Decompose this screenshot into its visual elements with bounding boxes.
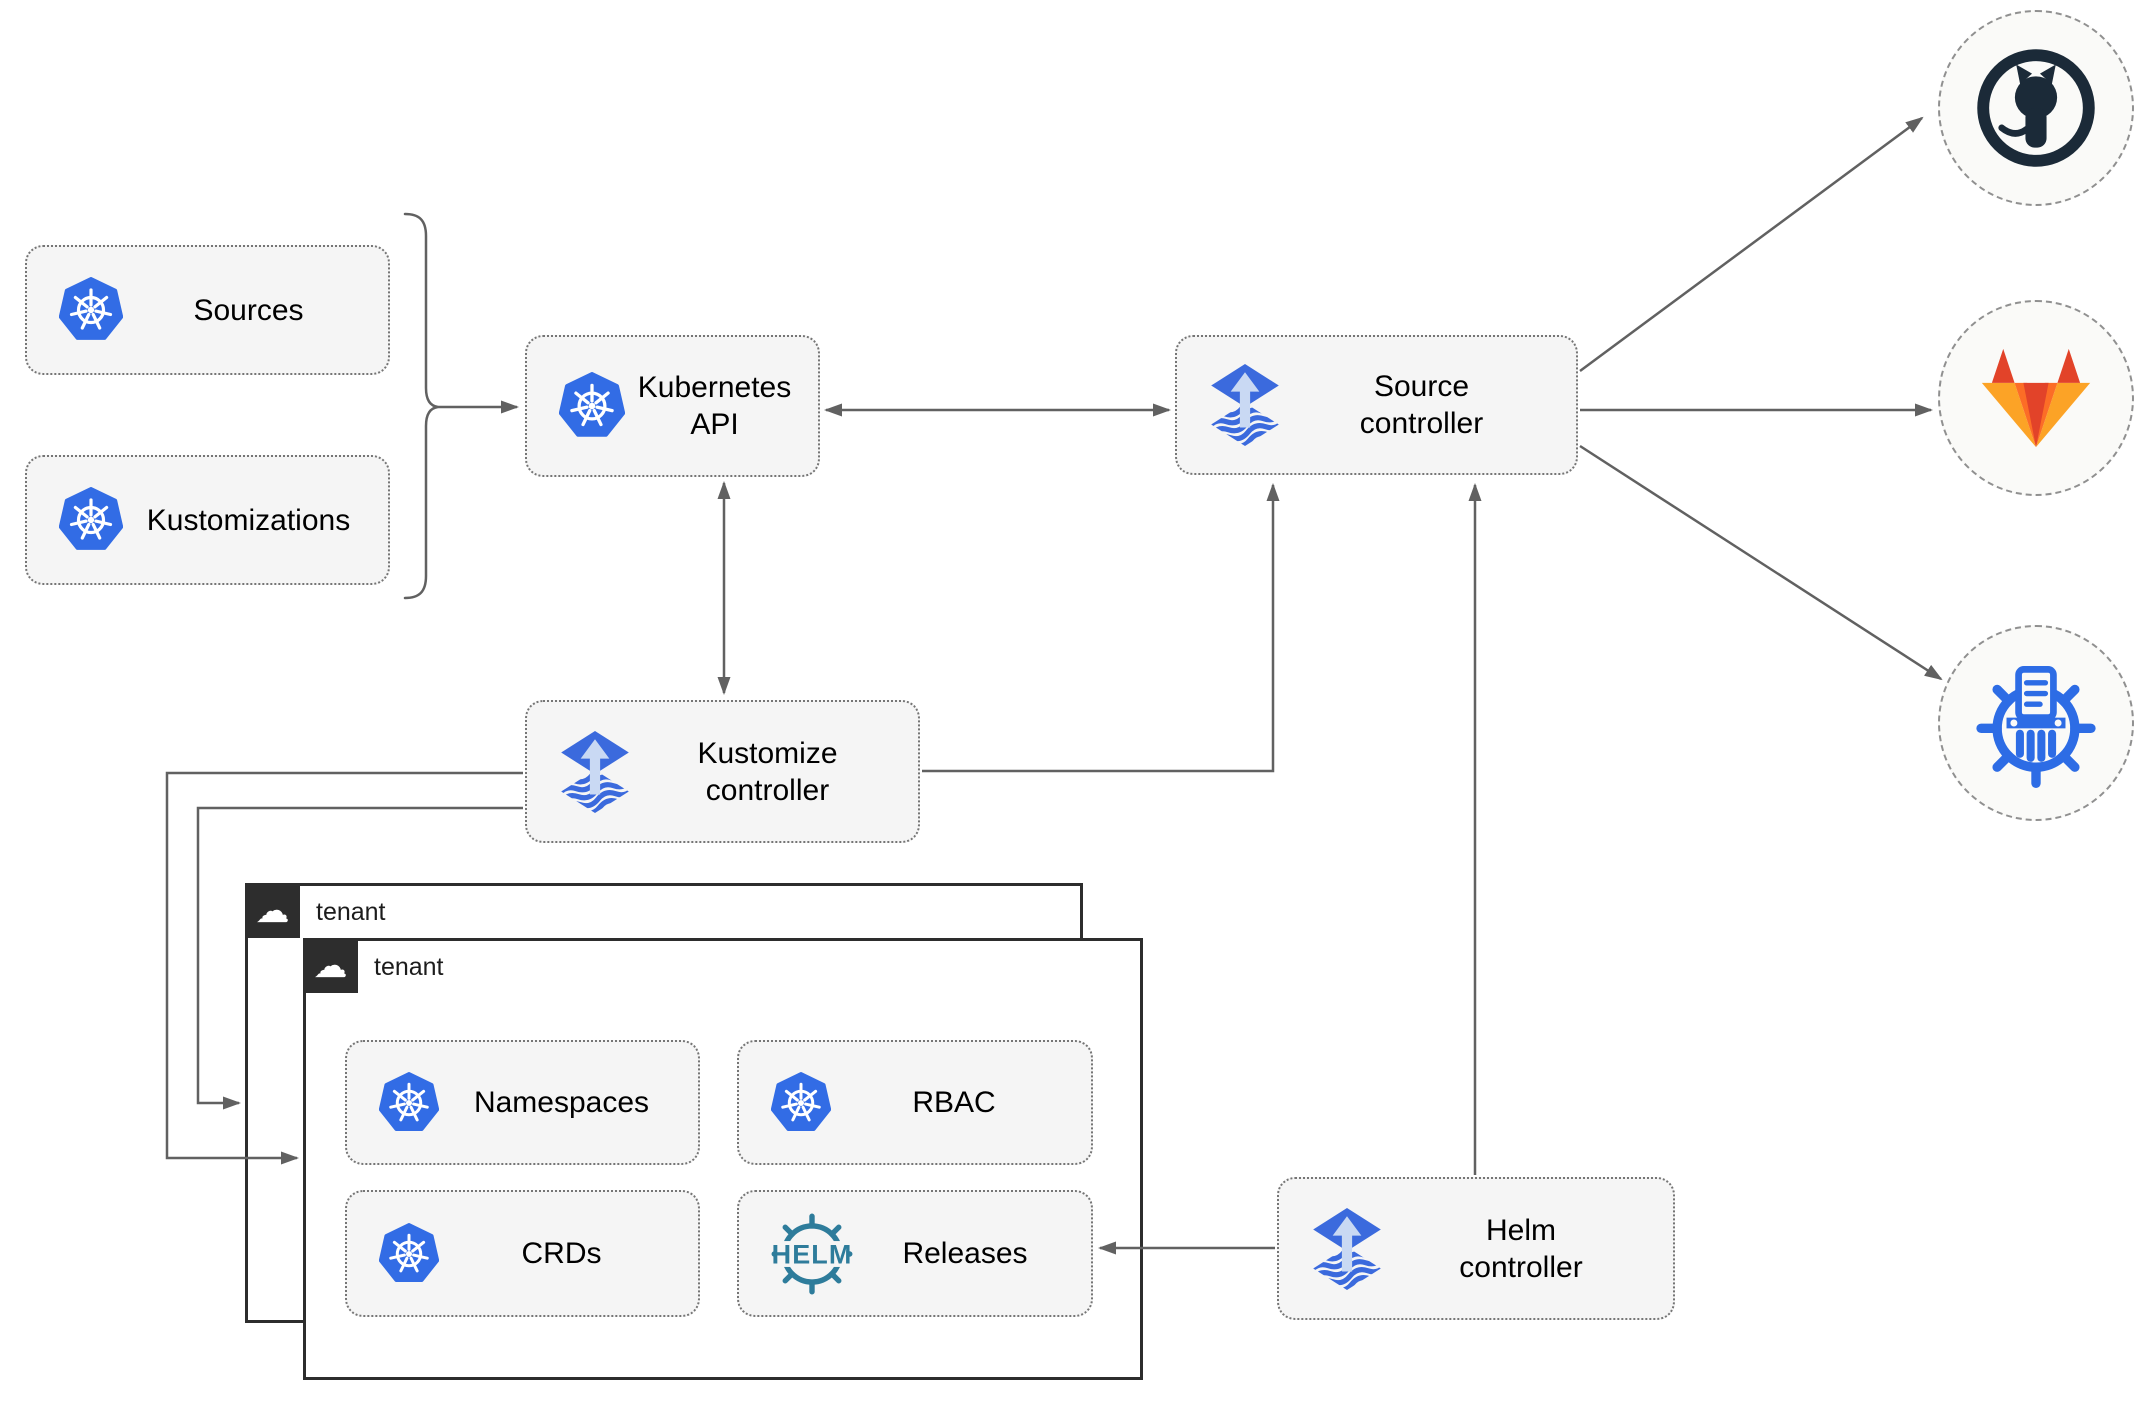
kustomizations-label: Kustomizations: [146, 503, 351, 537]
kubernetes-icon: [379, 1222, 439, 1285]
tenant-back-tab: ☁: [245, 883, 300, 938]
node-kustomize-controller[interactable]: Kustomize controller: [525, 700, 920, 843]
node-sources[interactable]: Sources: [25, 245, 390, 375]
kubernetes-icon: [59, 277, 123, 343]
helm-logo-text: HELM: [772, 1239, 853, 1269]
sources-label: Sources: [193, 293, 304, 327]
edge-source-controller-to-chartmuseum: [1579, 444, 1943, 681]
flux-icon: [1311, 1207, 1383, 1291]
source-controller-label: Source controller: [1359, 370, 1484, 440]
chartmuseum-repository-circle[interactable]: [1938, 625, 2134, 821]
gitlab-repository-circle[interactable]: [1938, 300, 2134, 496]
kubernetes-icon: [59, 487, 123, 553]
cloud-icon: ☁: [255, 890, 290, 931]
flux-icon: [559, 730, 631, 814]
node-helm-controller[interactable]: Helm controller: [1277, 1177, 1675, 1320]
node-source-controller[interactable]: Source controller: [1175, 335, 1578, 475]
node-namespaces[interactable]: Namespaces: [345, 1040, 700, 1165]
tenant-front-label: tenant: [374, 952, 444, 981]
node-kustomizations[interactable]: Kustomizations: [25, 455, 390, 585]
namespaces-label: Namespaces: [473, 1086, 650, 1119]
helm-wheel-icon: HELM: [771, 1213, 853, 1295]
kustomize-controller-label: Kustomize controller: [697, 736, 838, 807]
kubernetes-api-label: Kubernetes API: [637, 371, 792, 441]
flux-icon: [1209, 363, 1281, 447]
crds-label: CRDs: [521, 1237, 602, 1270]
helm-controller-label: Helm controller: [1459, 1213, 1583, 1284]
node-releases[interactable]: HELM Releases: [737, 1190, 1093, 1317]
edge-source-controller-to-github: [1579, 116, 1924, 373]
node-rbac[interactable]: RBAC: [737, 1040, 1093, 1165]
edge-kustomize-to-source-controller: [922, 483, 1280, 773]
gitlab-icon: [1981, 348, 2091, 448]
github-icon: [1977, 49, 2095, 167]
github-repository-circle[interactable]: [1938, 10, 2134, 206]
sources-group-bracket: [403, 212, 439, 600]
tenant-back-label: tenant: [316, 897, 386, 926]
tenant-front-tab: ☁: [303, 938, 358, 993]
chartmuseum-helm-repository-icon: [1976, 666, 2096, 788]
kubernetes-icon: [379, 1071, 439, 1134]
node-kubernetes-api[interactable]: Kubernetes API: [525, 335, 820, 477]
kubernetes-icon: [559, 372, 625, 440]
rbac-label: RBAC: [912, 1086, 996, 1119]
kubernetes-icon: [771, 1071, 831, 1134]
cloud-icon: ☁: [313, 945, 348, 986]
releases-label: Releases: [902, 1237, 1028, 1270]
node-crds[interactable]: CRDs: [345, 1190, 700, 1317]
